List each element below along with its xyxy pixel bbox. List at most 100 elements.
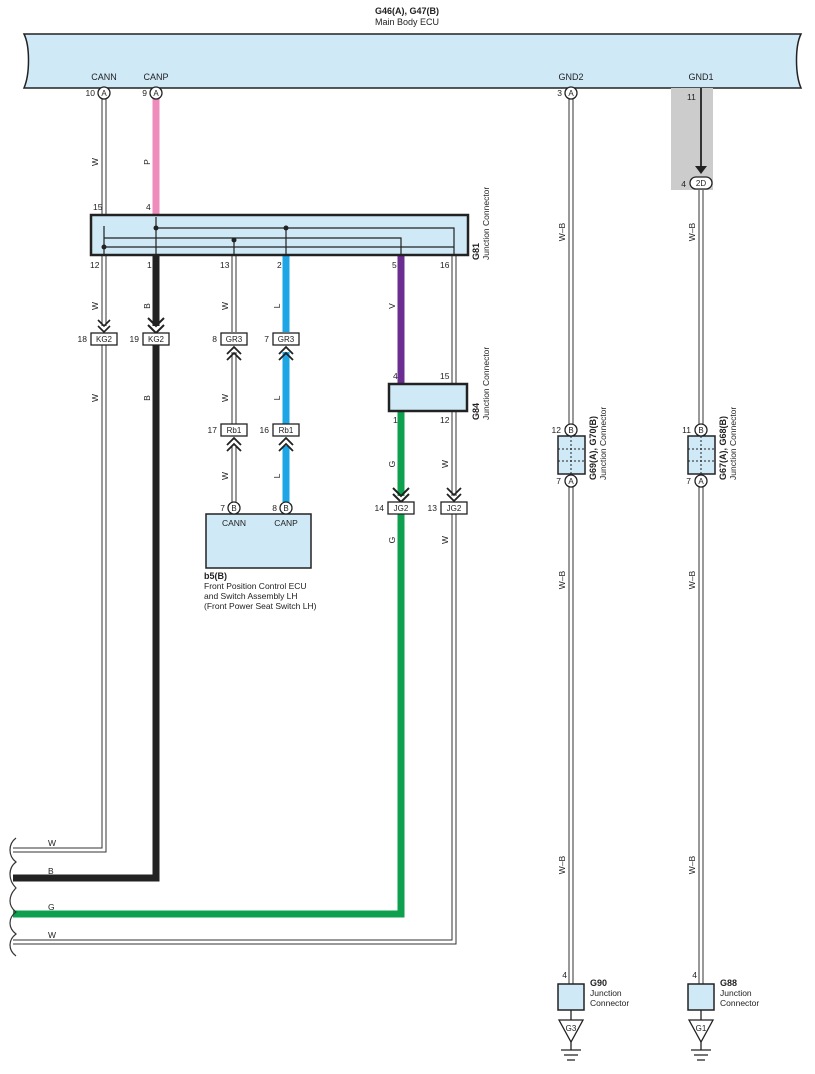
connector-gr3-l: GR3 7 — [264, 332, 300, 361]
b5-pin-cann-label: CANN — [222, 518, 246, 528]
wire-label-b: B — [48, 866, 54, 876]
g84-id: G84 — [471, 403, 481, 420]
g84-pin-bottom-12: 12 — [440, 415, 450, 425]
wire-label-wb: W–B — [687, 570, 697, 589]
g81-pin-bottom-12: 12 — [90, 260, 100, 270]
ecu-pin-signal-gnd1: GND1 — [688, 72, 713, 82]
g69-id: G69(A), G70(B) — [588, 416, 598, 480]
g90-id: G90 — [590, 978, 607, 988]
g69-name: Junction Connector — [598, 407, 608, 480]
g81-pin-bottom-13: 13 — [220, 260, 230, 270]
g84-name: Junction Connector — [481, 347, 491, 420]
wire-label-w: W — [220, 472, 230, 480]
connector-gr3-l-label: GR3 — [278, 335, 295, 344]
g81-name: Junction Connector — [481, 187, 491, 260]
wire-label-l: L — [272, 473, 282, 478]
ground-g1-icon: G1 — [687, 1019, 715, 1061]
ecu-pin-gnd2: A 3 — [557, 86, 578, 100]
b5-pin-cann-no: 7 — [220, 503, 225, 513]
wire-label-wb: W–B — [687, 222, 697, 241]
wire-label-wb: W–B — [557, 570, 567, 589]
connector-2d-pin: 4 — [681, 179, 686, 189]
wire-label-b: B — [142, 395, 152, 401]
g90-line1: Junction — [590, 988, 622, 998]
g81-pin-top-15: 15 — [93, 202, 103, 212]
connector-kg2-b-label: KG2 — [148, 335, 165, 344]
ecu-subtitle: Main Body ECU — [375, 17, 439, 27]
g69-g70-junction-connector: B 12 A 7 G69(A), G70(B) Junction Connect… — [552, 407, 608, 488]
g84-pin-top-4: 4 — [393, 371, 398, 381]
wire-label-g: G — [387, 537, 397, 544]
g67-id: G67(A), G68(B) — [718, 416, 728, 480]
connector-gr3-w-label: GR3 — [226, 335, 243, 344]
wire-label-wb: W–B — [687, 855, 697, 874]
ecu-pin-cann-no: 10 — [86, 88, 96, 98]
ecu-pin-signal-cann: CANN — [91, 72, 117, 82]
g81-pin-bottom-2: 2 — [277, 260, 282, 270]
wire-label-l: L — [272, 303, 282, 308]
ecu-pin-canp: A 9 — [142, 86, 163, 100]
g81-pin-bottom-1: 1 — [147, 260, 152, 270]
g81-pin-top-4: 4 — [146, 202, 151, 212]
connector-gr3-l-pin: 7 — [264, 334, 269, 344]
ecu-pin-cann: A 10 — [86, 86, 111, 100]
ecu-pin-canp-no: 9 — [142, 88, 147, 98]
chevron-up-icon — [226, 345, 242, 361]
ecu-title: G46(A), G47(B) — [375, 6, 439, 16]
g67-top-pin: 11 — [682, 425, 691, 435]
g81-id: G81 — [471, 243, 481, 260]
connector-kg2-w-label: KG2 — [96, 335, 113, 344]
g88-pin: 4 — [692, 970, 697, 980]
g67-name: Junction Connector — [728, 407, 738, 480]
ground-g1-label: G1 — [696, 1024, 707, 1033]
g84-pin-bottom-1: 1 — [393, 415, 398, 425]
b5-id: b5(B) — [204, 571, 227, 581]
ecu-pin-signal-gnd2: GND2 — [558, 72, 583, 82]
connector-jg2-g-pin: 14 — [375, 503, 385, 513]
g88-line2: Connector — [720, 998, 759, 1008]
wire-label-wb: W–B — [557, 855, 567, 874]
ecu-pin-canp-conn: A — [153, 89, 159, 98]
connector-gr3-w-pin: 8 — [212, 334, 217, 344]
gnd1-shield-band — [671, 88, 713, 190]
b5-pin-canp-label: CANP — [274, 518, 298, 528]
g67-g68-junction-connector: B 11 A 7 G67(A), G68(B) Junction Connect… — [682, 407, 738, 488]
wire-w-left-outer — [13, 254, 107, 853]
wire-w-right — [13, 254, 456, 944]
connector-kg2-w-pin: 18 — [78, 334, 88, 344]
wire-label-v: V — [387, 303, 397, 309]
ground-g3-label: G3 — [566, 1024, 577, 1033]
wire-label-w: W — [440, 536, 450, 544]
connector-gr3-w: GR3 8 — [212, 332, 248, 361]
wire-label-l: L — [272, 395, 282, 400]
main-body-ecu-box — [22, 33, 803, 89]
wire-label-w: W — [220, 302, 230, 310]
ecu-pin-gnd2-no: 3 — [557, 88, 562, 98]
wire-label-w: W — [90, 394, 100, 402]
wire-label-p: P — [142, 159, 152, 165]
ecu-pin-signal-canp: CANP — [143, 72, 168, 82]
wire-label-w: W — [90, 302, 100, 310]
g88-junction-connector: 4 G88 Junction Connector — [687, 970, 759, 1020]
ecu-pin-cann-conn: A — [101, 89, 107, 98]
g88-line1: Junction — [720, 988, 752, 998]
connector-rb1-l: Rb1 16 — [260, 423, 300, 452]
connector-rb1-l-pin: 16 — [260, 425, 270, 435]
wire-label-w: W — [48, 838, 56, 848]
g81-pin-bottom-5: 5 — [392, 260, 397, 270]
chevron-down-icon — [97, 319, 111, 334]
b5-line2: and Switch Assembly LH — [204, 591, 298, 601]
gnd1-arrow-icon — [695, 166, 707, 174]
connector-kg2-b: KG2 19 — [130, 317, 170, 346]
g84-junction-connector: 4 15 1 12 G84 Junction Connector — [387, 347, 491, 425]
wire-label-g: G — [387, 461, 397, 468]
wire-w-left — [13, 254, 106, 852]
b5-line1: Front Position Control ECU — [204, 581, 307, 591]
wire-label-g: G — [48, 902, 55, 912]
connector-2d-label: 2D — [696, 179, 706, 188]
wire-b-black — [13, 254, 160, 882]
wire-label-w: W — [48, 930, 56, 940]
g90-pin: 4 — [562, 970, 567, 980]
connector-rb1-w: Rb1 17 — [208, 423, 248, 452]
